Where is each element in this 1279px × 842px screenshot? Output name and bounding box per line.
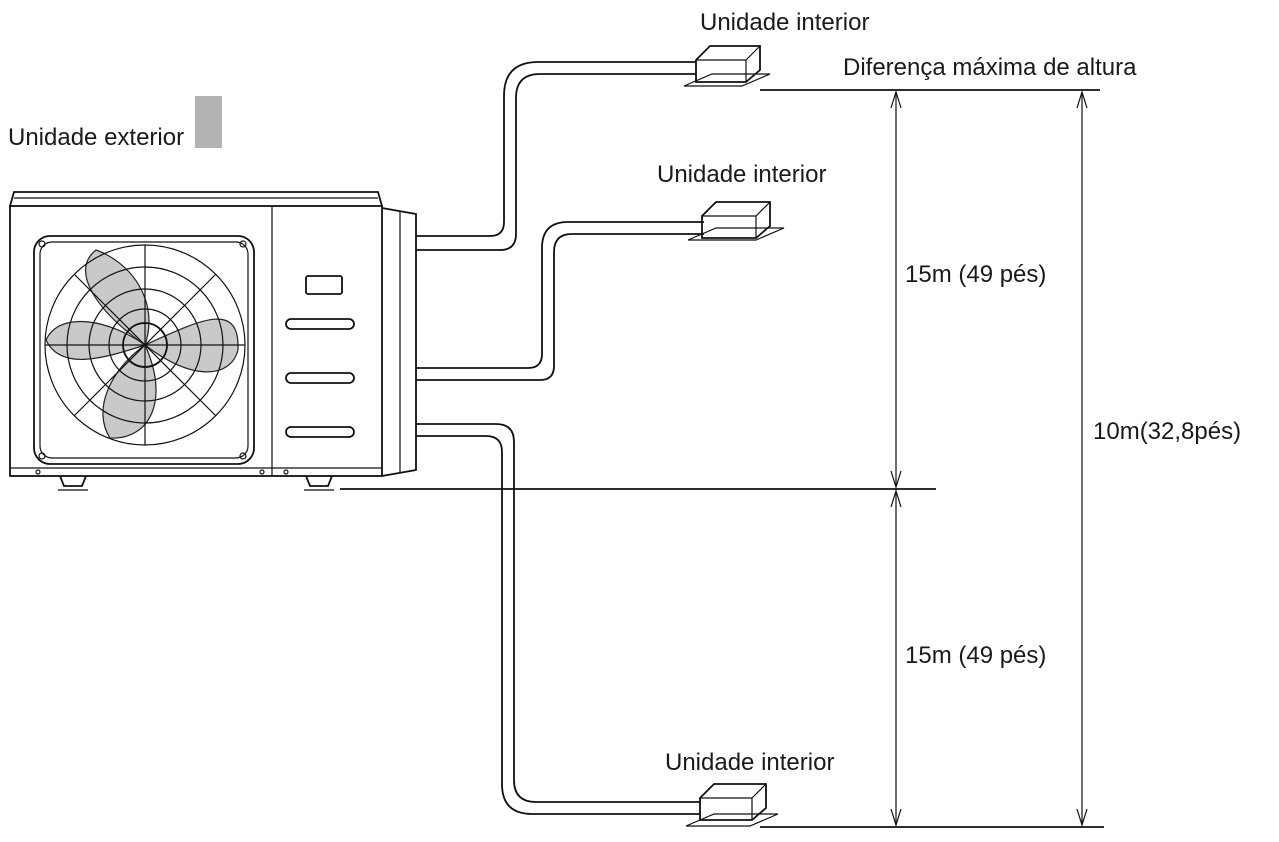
upper-dimension-label: 15m (49 pés) bbox=[905, 261, 1046, 288]
outdoor-unit-label: Unidade exterior bbox=[8, 124, 184, 151]
dimension-lower bbox=[890, 488, 902, 828]
refrigerant-pipes bbox=[416, 61, 704, 815]
indoor-unit-middle bbox=[687, 201, 785, 241]
dimension-upper bbox=[890, 89, 902, 490]
indoor-unit-bottom bbox=[685, 783, 779, 827]
indoor-unit-top-label: Unidade interior bbox=[700, 9, 869, 36]
indoor-unit-bottom-label: Unidade interior bbox=[665, 749, 834, 776]
grey-marker bbox=[195, 96, 222, 148]
fan-icon bbox=[44, 244, 246, 446]
total-dimension-label: 10m(32,8pés) bbox=[1093, 418, 1241, 445]
lower-dimension-label: 15m (49 pés) bbox=[905, 642, 1046, 669]
outdoor-unit bbox=[9, 191, 417, 491]
indoor-unit-middle-label: Unidade interior bbox=[657, 161, 826, 188]
max-height-difference-label: Diferença máxima de altura bbox=[843, 54, 1137, 81]
indoor-unit-top bbox=[683, 45, 771, 87]
dimension-total bbox=[1076, 89, 1088, 828]
reference-lines bbox=[340, 89, 1104, 828]
